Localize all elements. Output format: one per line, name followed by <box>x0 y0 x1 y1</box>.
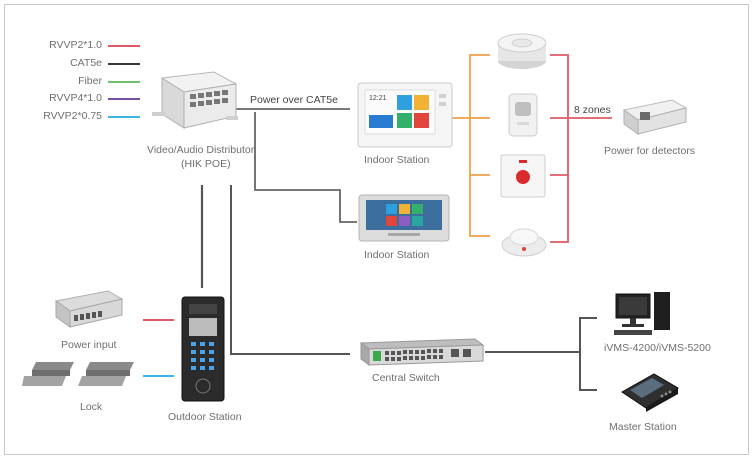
master-station[interactable] <box>620 372 680 417</box>
gas-detector[interactable] <box>500 219 548 264</box>
power-over-label: Power over CAT5e <box>250 94 338 106</box>
legend-swatch <box>108 81 140 83</box>
indoor-station-1-label: Indoor Station <box>364 154 430 166</box>
smoke-detector[interactable] <box>494 27 550 78</box>
power-detectors-label: Power for detectors <box>604 145 696 157</box>
cat5e-line-distributor-indoor2 <box>254 112 357 223</box>
pir-detector-icon <box>508 93 538 137</box>
legend-swatch <box>108 98 140 100</box>
legend-swatch <box>108 63 140 65</box>
outdoor-panel-icon <box>181 296 225 402</box>
legend-label: RVVP2*1.0 <box>49 39 102 51</box>
indoor-screen-time: 12:21 <box>369 95 387 102</box>
gas-detector-icon <box>501 228 547 257</box>
lock-label: Lock <box>80 401 103 413</box>
indoor-monitor-icon <box>358 194 450 242</box>
legend-label: CAT5e <box>70 57 102 69</box>
cat5e-line-distributor-switch <box>230 185 350 355</box>
legend-label: RVVP2*0.75 <box>43 110 102 122</box>
computer-icon <box>614 292 670 335</box>
emergency-button-icon <box>500 154 546 198</box>
central-switch[interactable] <box>355 335 485 374</box>
pir-detector[interactable] <box>507 92 539 143</box>
outdoor-station[interactable] <box>181 296 225 407</box>
legend-swatch <box>108 45 140 47</box>
legend-label: Fiber <box>78 75 102 87</box>
distributor-label: Video/Audio Distributor <box>147 144 255 156</box>
master-station-icon <box>621 373 679 412</box>
indoor-station-2[interactable] <box>358 194 450 247</box>
orange-line-bus <box>469 54 490 237</box>
legend-row-fiber: Fiber <box>20 75 140 89</box>
legend-label: RVVP4*1.0 <box>49 92 102 104</box>
indoor-station-2-label: Indoor Station <box>364 249 430 261</box>
lock-device[interactable] <box>22 360 142 395</box>
distributor-device[interactable] <box>150 70 240 137</box>
power-supply-icon <box>622 99 688 135</box>
zones-label: 8 zones <box>574 104 611 116</box>
legend-row-rvvp2-075: RVVP2*0.75 <box>20 110 140 124</box>
cat5e-line-branch <box>579 317 597 391</box>
outdoor-station-label: Outdoor Station <box>168 411 242 423</box>
central-switch-label: Central Switch <box>372 372 440 384</box>
emergency-button[interactable] <box>500 154 546 203</box>
indoor-monitor-icon <box>357 82 453 148</box>
master-station-label: Master Station <box>609 421 677 433</box>
detector-power-supply[interactable] <box>620 96 690 143</box>
power-supply-icon <box>54 290 124 328</box>
indoor-station-1[interactable] <box>357 82 453 153</box>
legend-swatch <box>108 116 140 118</box>
magnetic-lock-icon <box>22 362 134 386</box>
legend-row-rvvp2-1: RVVP2*1.0 <box>20 39 140 53</box>
diagram-frame <box>4 4 749 455</box>
legend-row-cat5e: CAT5e <box>20 57 140 71</box>
distributor-sublabel: (HIK POE) <box>181 158 231 170</box>
power-input-label: Power input <box>61 339 117 351</box>
smoke-detector-icon <box>497 33 547 69</box>
ivms-label: iVMS-4200/iVMS-5200 <box>604 342 711 354</box>
legend-row-rvvp4: RVVP4*1.0 <box>20 92 140 106</box>
red-line-bus <box>550 54 569 243</box>
distributor-icon <box>152 71 238 129</box>
power-input-device[interactable] <box>52 287 126 338</box>
ivms-workstation[interactable] <box>612 290 674 343</box>
network-switch-icon <box>359 338 485 366</box>
